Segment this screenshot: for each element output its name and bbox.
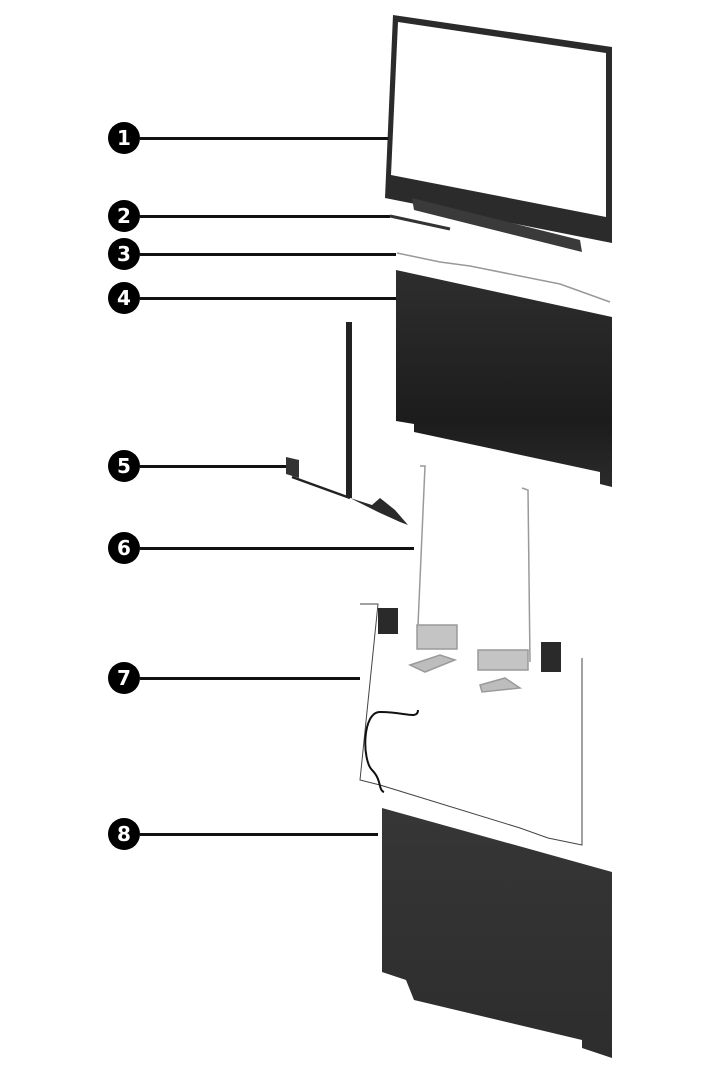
leader-line-4 [140, 297, 396, 300]
leader-line-5 [140, 465, 286, 468]
callout-2: 2 [108, 200, 140, 232]
part-display-panel [396, 270, 612, 487]
part-back-cover [382, 808, 612, 1058]
callout-8: 8 [108, 818, 140, 850]
callout-3: 3 [108, 238, 140, 270]
callout-1: 1 [108, 122, 140, 154]
callout-7: 7 [108, 662, 140, 694]
callout-5: 5 [108, 450, 140, 482]
leader-line-7 [140, 677, 360, 680]
part-camera [389, 214, 451, 231]
part-hinges [407, 465, 531, 693]
leader-line-2 [140, 215, 390, 218]
leader-line-8 [140, 833, 378, 836]
callout-6: 6 [108, 532, 140, 564]
part-display-cable [396, 252, 611, 303]
leader-line-6 [140, 547, 414, 550]
leader-line-1 [140, 137, 388, 140]
part-antenna-kit [359, 603, 583, 846]
callout-4: 4 [108, 282, 140, 314]
part-bezel [385, 15, 612, 252]
part-antenna-cable [286, 322, 408, 525]
leader-line-3 [140, 253, 396, 256]
